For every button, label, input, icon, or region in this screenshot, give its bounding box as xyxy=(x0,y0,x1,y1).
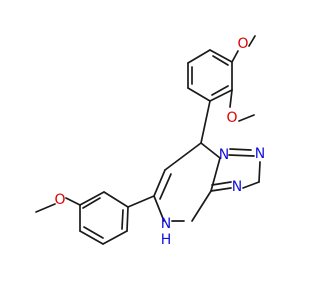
nitrogen-atom-label: N xyxy=(219,147,229,163)
bonds xyxy=(35,35,261,245)
bond xyxy=(79,191,105,206)
bond xyxy=(65,197,81,206)
bond xyxy=(121,209,124,230)
bond xyxy=(229,148,252,151)
bond xyxy=(200,100,211,144)
bond xyxy=(164,142,202,171)
nitrogen-atom-label: N xyxy=(232,179,242,195)
nitrogen-atom-label: N xyxy=(255,146,265,162)
oxygen-atom-label: O xyxy=(54,192,65,208)
bond xyxy=(191,190,212,222)
bond xyxy=(212,55,229,66)
bond xyxy=(127,195,155,208)
bond xyxy=(242,181,260,189)
bond xyxy=(209,89,233,102)
oxygen-atom-label: O xyxy=(226,110,237,126)
bond xyxy=(102,230,128,245)
molecule-structure: O O O N N N N H xyxy=(35,35,265,248)
bond xyxy=(229,89,233,108)
bond xyxy=(103,191,129,208)
atom-labels: O O O N N N N H xyxy=(54,36,265,248)
nitrogen-atom-label: N xyxy=(161,216,171,232)
bond xyxy=(35,203,56,213)
bond xyxy=(209,49,233,63)
bond xyxy=(153,195,165,222)
bond xyxy=(210,187,232,192)
bond xyxy=(211,181,232,186)
bond xyxy=(159,173,172,200)
bond xyxy=(238,114,255,122)
bond xyxy=(248,35,256,47)
hydrogen-atom-label: H xyxy=(161,232,172,248)
bond xyxy=(231,50,239,63)
bond xyxy=(200,142,221,159)
bond xyxy=(228,154,255,157)
bond xyxy=(187,49,211,64)
bond xyxy=(187,87,211,102)
oxygen-atom-label: O xyxy=(237,36,248,52)
bond xyxy=(79,230,104,245)
bond xyxy=(258,161,261,183)
bond xyxy=(83,226,104,239)
bond xyxy=(211,85,229,96)
bond xyxy=(126,206,129,232)
bond xyxy=(153,169,166,197)
bond xyxy=(82,197,101,209)
